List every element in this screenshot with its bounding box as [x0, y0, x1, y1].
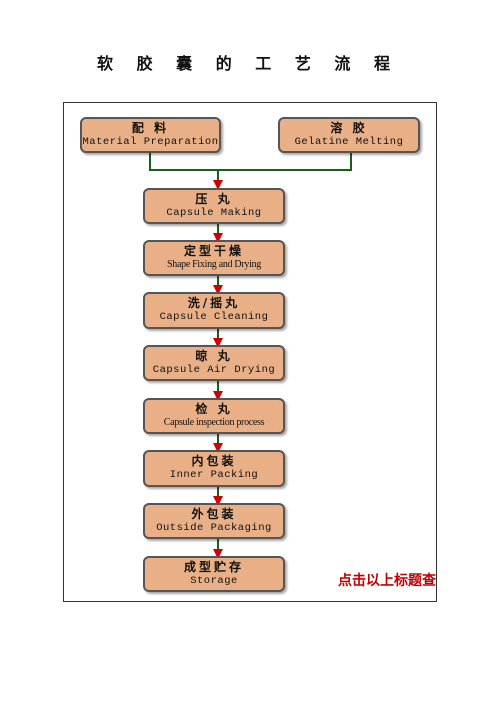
step-capsule-air-drying[interactable]: 晾 丸 Capsule Air Drying — [143, 345, 285, 381]
step-label-en: Capsule Air Drying — [152, 363, 276, 376]
step-shape-fixing-drying[interactable]: 定型干燥 Shape Fixing and Drying — [143, 240, 285, 276]
step-label-zh: 洗/摇丸 — [187, 296, 241, 311]
material-preparation-en: Material Preparation — [82, 135, 219, 148]
step-label-zh: 外包装 — [191, 506, 237, 521]
step-outside-packaging[interactable]: 外包装 Outside Packaging — [143, 503, 285, 539]
step-label-zh: 压 丸 — [195, 191, 233, 206]
step-label-en: Capsule Cleaning — [159, 311, 269, 324]
gelatine-melting-en: Gelatine Melting — [294, 135, 404, 148]
step-label-en: Capsule Making — [166, 206, 262, 219]
step-label-en: Inner Packing — [169, 469, 259, 482]
step-capsule-cleaning[interactable]: 洗/摇丸 Capsule Cleaning — [143, 292, 285, 329]
page-title: 软 胶 囊 的 工 艺 流 程 — [97, 54, 399, 73]
gelatine-melting-box[interactable]: 溶 胶 Gelatine Melting — [278, 117, 420, 153]
step-label-zh: 晾 丸 — [195, 348, 233, 363]
material-preparation-box[interactable]: 配 料 Material Preparation — [80, 117, 221, 153]
flowchart-frame — [63, 102, 437, 602]
click-titles-link[interactable]: 点击以上标题查 — [338, 573, 436, 589]
step-label-en: Outside Packaging — [156, 521, 272, 534]
merge-line — [149, 152, 352, 171]
step-label-zh: 成型贮存 — [183, 559, 244, 574]
step-label-en: Storage — [190, 574, 238, 587]
material-preparation-zh: 配 料 — [131, 120, 170, 135]
step-inner-packing[interactable]: 内包装 Inner Packing — [143, 450, 285, 487]
gelatine-melting-zh: 溶 胶 — [330, 120, 368, 135]
step-label-zh: 内包装 — [191, 454, 237, 469]
step-storage[interactable]: 成型贮存 Storage — [143, 556, 285, 592]
step-label-zh: 定型干燥 — [183, 244, 244, 259]
step-label-zh: 检 丸 — [195, 402, 233, 417]
step-capsule-inspection[interactable]: 检 丸 Capsule inspection process — [143, 398, 285, 434]
step-label-en: Capsule inspection process — [163, 417, 265, 429]
step-capsule-making[interactable]: 压 丸 Capsule Making — [143, 188, 285, 224]
step-label-en: Shape Fixing and Drying — [167, 259, 261, 271]
